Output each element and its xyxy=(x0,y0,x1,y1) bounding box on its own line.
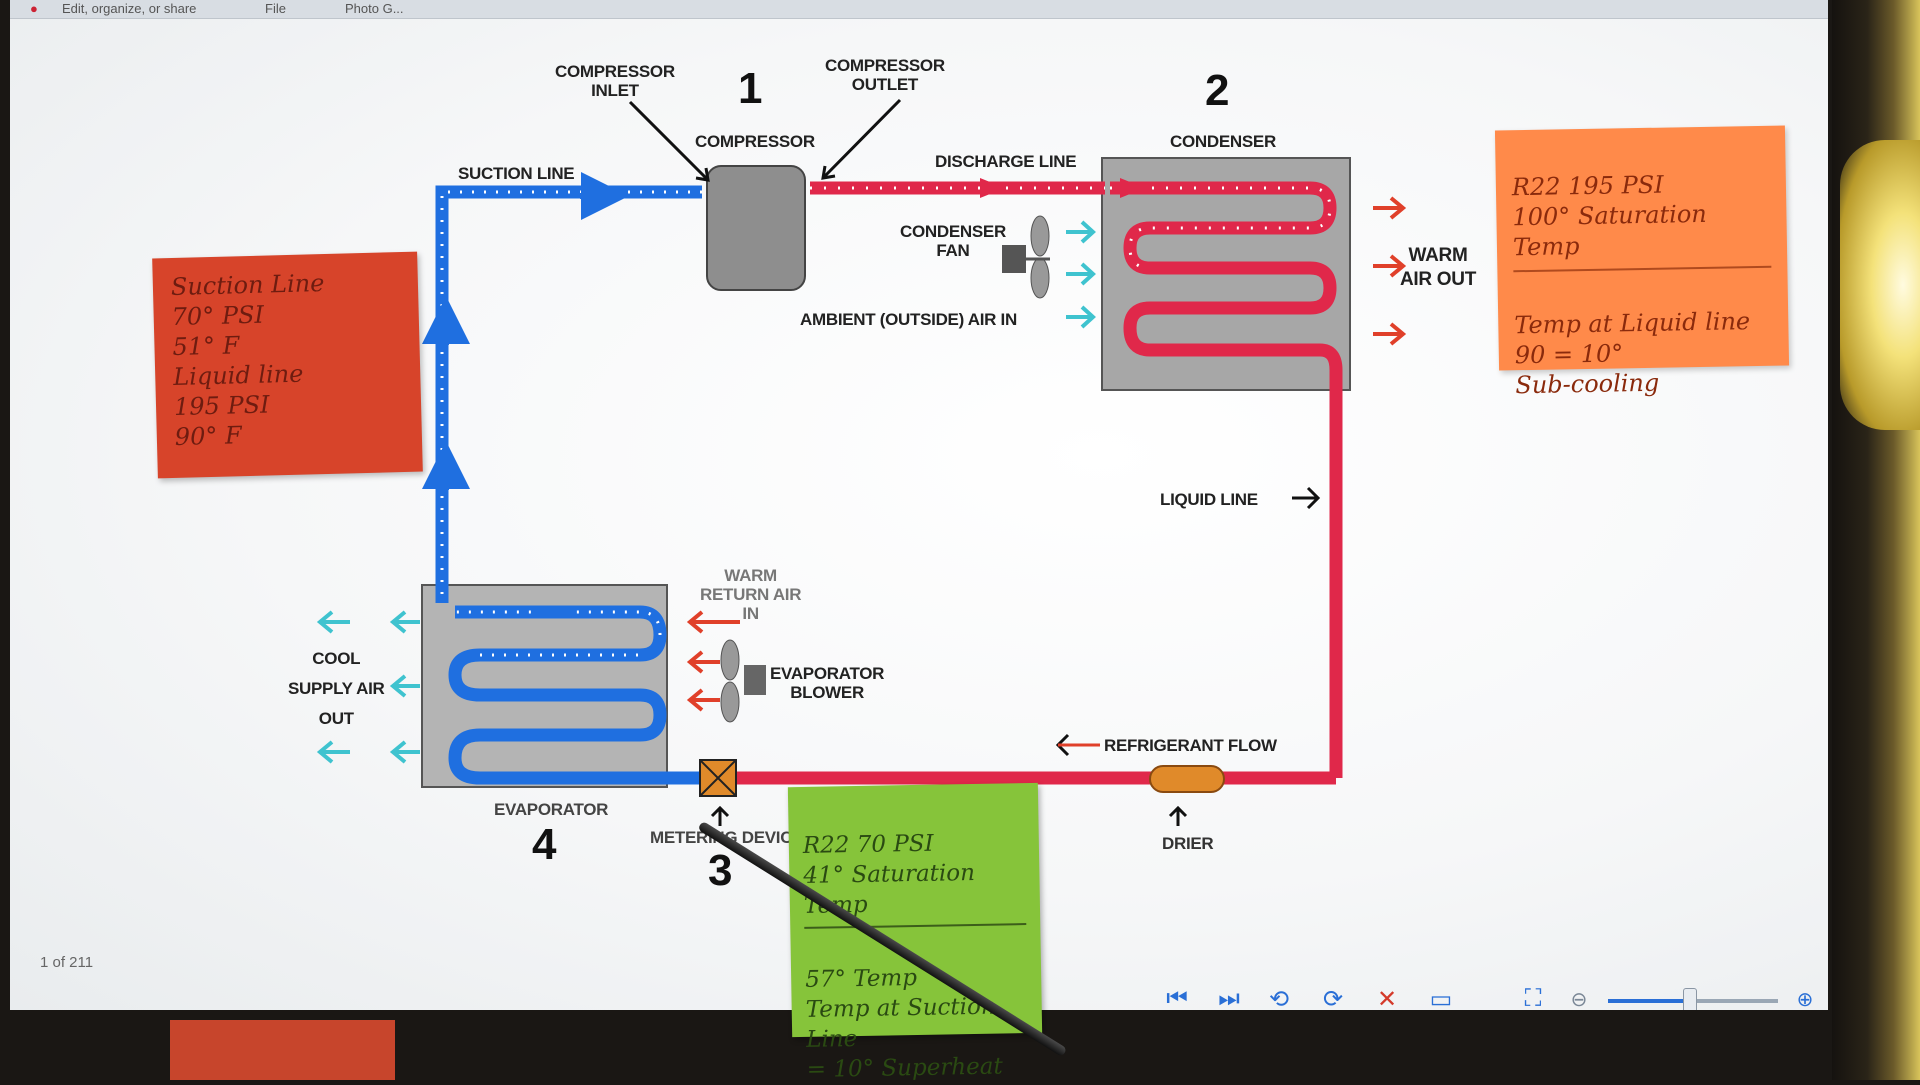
green-note-bottom: 57° Temp Temp at Suction Line = 10° Supe… xyxy=(804,964,1003,1083)
sticky-note-red: Suction Line 70° PSI 51° F Liquid line 1… xyxy=(152,251,423,479)
fit-to-window-icon[interactable]: ⛶ xyxy=(1524,985,1542,1010)
orange-note-top: R22 195 PSI 100° Saturation Temp xyxy=(1511,167,1772,273)
suction-line-dots xyxy=(440,190,702,603)
condenser-fan-blade xyxy=(1030,215,1050,257)
number-evaporator: 4 xyxy=(532,820,557,869)
title-fragment: Edit, organize, or share xyxy=(62,1,197,16)
label-discharge-line: DISCHARGE LINE xyxy=(935,152,1077,171)
menu-photo-gallery[interactable]: Photo G... xyxy=(345,1,404,16)
title-bar: ● Edit, organize, or share File Photo G.… xyxy=(10,0,1828,19)
ambient-air-arrows xyxy=(1066,220,1096,329)
menu-file[interactable]: File xyxy=(265,1,286,16)
label-evaporator-blower: EVAPORATOR BLOWER xyxy=(770,664,885,702)
compressor-body xyxy=(706,165,806,291)
evaporator-blower-motor xyxy=(744,665,766,695)
cool-supply-air-arrows xyxy=(316,610,420,764)
suction-line xyxy=(435,185,702,603)
evaporator-coil xyxy=(448,605,700,785)
discharge-arrow-1 xyxy=(980,178,1005,198)
rotate-right-icon[interactable]: ⟳ xyxy=(1322,985,1344,1011)
discharge-arrow-2 xyxy=(1120,178,1145,198)
label-compressor: COMPRESSOR xyxy=(695,132,815,151)
delete-icon[interactable]: ✕ xyxy=(1376,985,1398,1011)
slideshow-icon[interactable]: ▭ xyxy=(1429,985,1453,1011)
label-suction-line: SUCTION LINE xyxy=(458,164,575,183)
label-condenser: CONDENSER xyxy=(1170,132,1276,151)
drier xyxy=(1149,765,1225,793)
condenser-coil xyxy=(1110,181,1343,778)
zoom-out-icon[interactable]: ⊖ xyxy=(1570,988,1588,1011)
rotate-left-icon[interactable]: ⟲ xyxy=(1268,985,1290,1011)
background-lamp xyxy=(1840,140,1920,430)
number-metering-device: 3 xyxy=(708,846,733,895)
viewer-toolbar: ⏮ ⏭ ⟲ ⟳ ✕ ▭ ⛶ ⊖ ⊕ xyxy=(1160,982,1820,1010)
refrigeration-diagram xyxy=(316,98,1407,826)
label-warm-return-air-in: WARM RETURN AIR IN xyxy=(700,566,802,623)
orange-note-bottom: Temp at Liquid line 90 = 10° Sub-cooling xyxy=(1514,307,1751,400)
evaporator-coil-dots xyxy=(455,610,662,657)
warm-return-air-arrows xyxy=(686,610,740,712)
warm-air-out-arrows xyxy=(1373,196,1407,346)
zoom-in-icon[interactable]: ⊕ xyxy=(1796,988,1814,1011)
last-page-icon[interactable]: ⏭ xyxy=(1218,985,1240,1010)
label-evaporator: EVAPORATOR xyxy=(494,800,609,819)
number-compressor: 1 xyxy=(738,64,763,113)
label-compressor-outlet: COMPRESSOR OUTLET xyxy=(825,56,945,94)
label-condenser-fan: CONDENSER FAN xyxy=(900,222,1006,260)
number-condenser: 2 xyxy=(1205,66,1230,115)
first-page-icon[interactable]: ⏮ xyxy=(1166,985,1188,1010)
label-drier: DRIER xyxy=(1162,834,1214,853)
zoom-slider-thumb[interactable] xyxy=(1683,988,1697,1010)
sticky-note-orange: R22 195 PSI 100° Saturation Temp Temp at… xyxy=(1494,125,1790,399)
label-cool-supply-air-out: COOL SUPPLY AIR OUT xyxy=(288,649,385,728)
condenser-fan-motor xyxy=(1002,245,1026,273)
label-refrigerant-flow: REFRIGERANT FLOW xyxy=(1104,736,1277,755)
label-warm-air-out: WARM AIR OUT xyxy=(1400,245,1477,290)
app-icon: ● xyxy=(30,1,38,16)
sticky-note-bottom xyxy=(170,1020,395,1080)
label-liquid-line: LIQUID LINE xyxy=(1160,490,1258,509)
evaporator-blower-blade xyxy=(720,639,740,681)
page-count: 1 of 211 xyxy=(40,954,94,971)
label-ambient-air-in: AMBIENT (OUTSIDE) AIR IN xyxy=(800,310,1017,329)
label-compressor-inlet: COMPRESSOR INLET xyxy=(555,62,675,100)
